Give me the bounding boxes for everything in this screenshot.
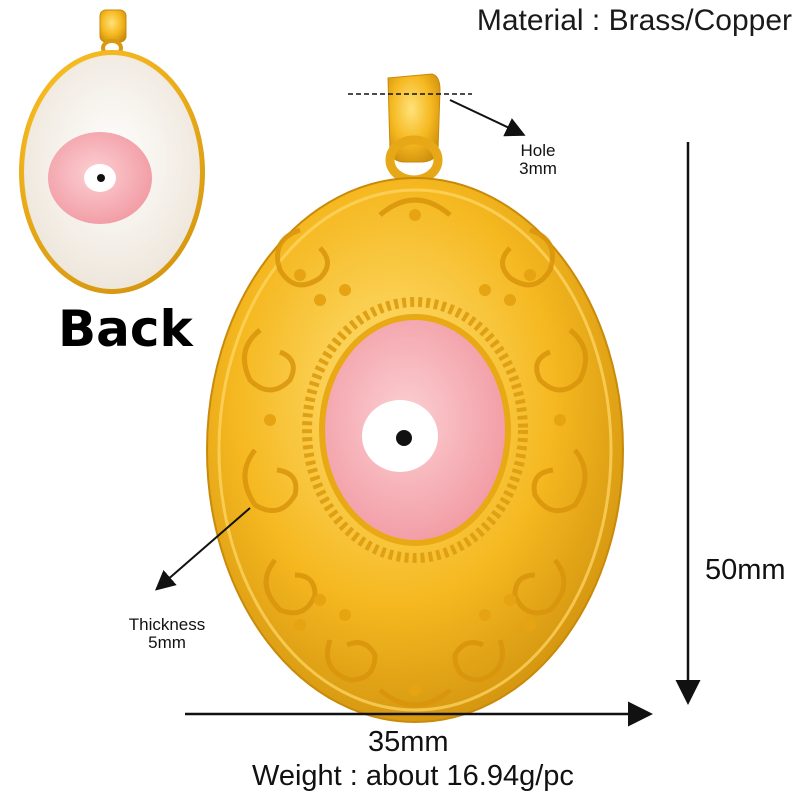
eye-pupil — [396, 430, 412, 446]
hole-value: 3mm — [519, 159, 557, 178]
bezel-beads — [302, 297, 528, 563]
height-dimension: 50mm — [705, 554, 786, 586]
arrow-right-icon — [449, 99, 526, 137]
back-label: Back — [58, 300, 193, 358]
filigree-swirls — [241, 197, 589, 708]
thickness-value: 5mm — [148, 633, 186, 652]
thickness-annotation: Thickness 5mm — [115, 616, 219, 652]
back-pupil — [97, 174, 105, 182]
weight-label: Weight : about 16.94g/pc — [252, 760, 574, 792]
arrow-down-left-icon — [154, 507, 251, 591]
back-view-pendant — [19, 9, 205, 294]
pendant-inner-rim — [217, 188, 613, 712]
front-pendant — [206, 73, 624, 723]
back-bail — [99, 9, 127, 43]
width-dimension: 35mm — [368, 726, 449, 758]
filigree-beads — [264, 209, 566, 696]
material-label: Material : Brass/Copper — [476, 4, 792, 37]
hole-title: Hole — [520, 141, 556, 160]
hole-annotation: Hole 3mm — [505, 142, 571, 178]
thickness-title: Thickness — [128, 615, 206, 634]
